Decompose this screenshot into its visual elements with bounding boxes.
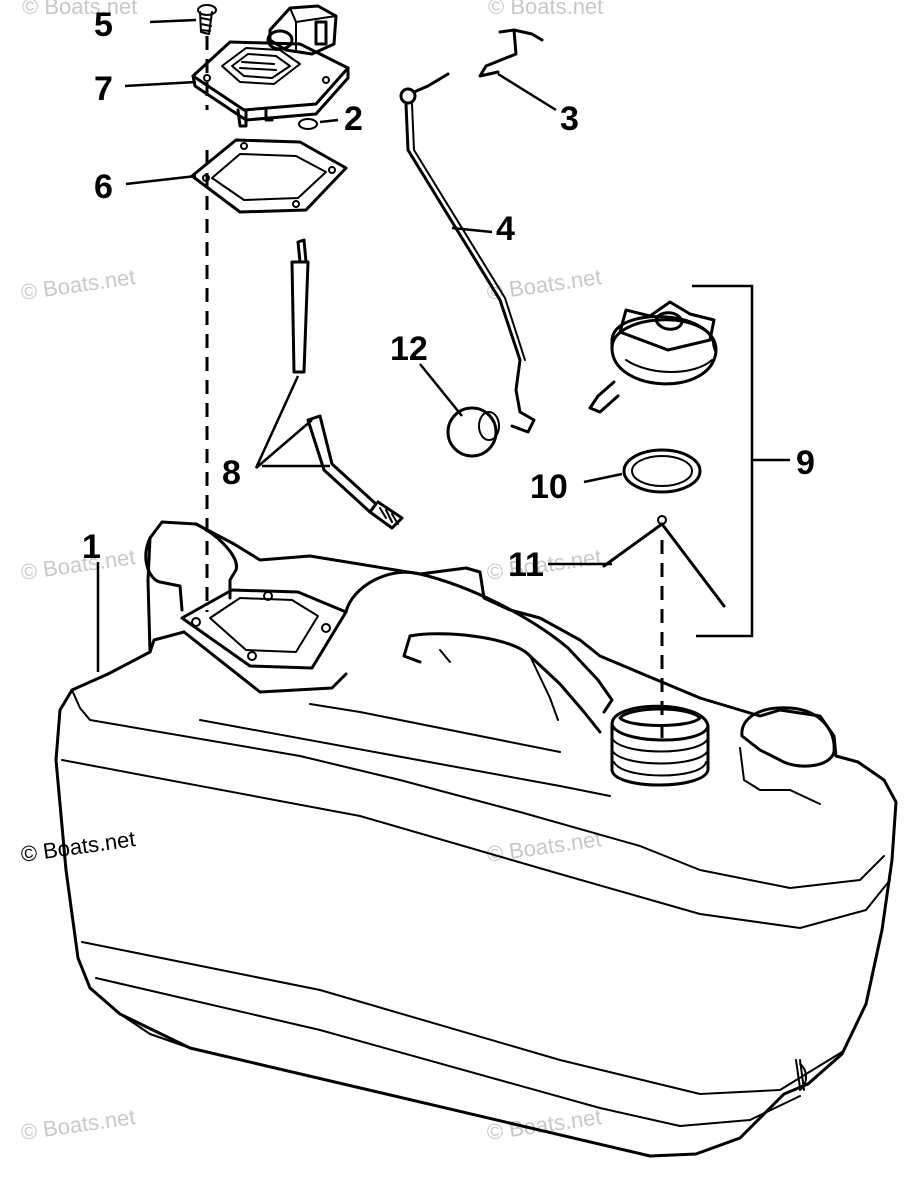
- callout-2: 2: [344, 100, 363, 138]
- part-2-o-ring: [298, 118, 318, 130]
- part-10-sealing-ring: [622, 448, 702, 494]
- callout-5: 5: [94, 6, 113, 44]
- callout-1: 1: [82, 528, 101, 566]
- callout-12: 12: [390, 330, 428, 368]
- callout-3: 3: [560, 100, 579, 138]
- watermark: © Boats.net: [485, 826, 603, 867]
- part-8-hoses: [290, 238, 404, 530]
- callout-7: 7: [94, 70, 113, 108]
- callout-11: 11: [508, 546, 544, 584]
- callout-10: 10: [530, 468, 568, 506]
- watermark: © Boats.net: [19, 544, 137, 585]
- watermark: © Boats.net: [19, 1104, 137, 1145]
- callout-labels: 5 7 2 3 6 4 12 8 9 10 1 11: [82, 6, 815, 584]
- part-5-screw: [197, 4, 217, 35]
- callout-4: 4: [496, 210, 515, 248]
- part-4-float-rod: [399, 72, 536, 434]
- callout-8: 8: [222, 454, 241, 492]
- part-1-fuel-tank: [54, 520, 898, 1158]
- watermark: © Boats.net: [485, 264, 603, 305]
- part-3-clip: [478, 28, 544, 78]
- part-6-gasket: [190, 138, 348, 214]
- watermark: © Boats.net: [488, 0, 603, 19]
- watermark: © Boats.net: [19, 826, 137, 867]
- leader-lines: [96, 18, 790, 672]
- part-9-cap: [588, 300, 718, 414]
- part-7-gauge-valve-assembly: [191, 4, 350, 128]
- part-12-float-ball: [446, 406, 500, 458]
- watermark: © Boats.net: [19, 264, 137, 305]
- callout-9: 9: [796, 444, 815, 482]
- part-11-tether: [602, 515, 726, 608]
- watermark: © Boats.net: [22, 0, 137, 19]
- callout-6: 6: [94, 168, 113, 206]
- watermark: © Boats.net: [485, 1104, 603, 1145]
